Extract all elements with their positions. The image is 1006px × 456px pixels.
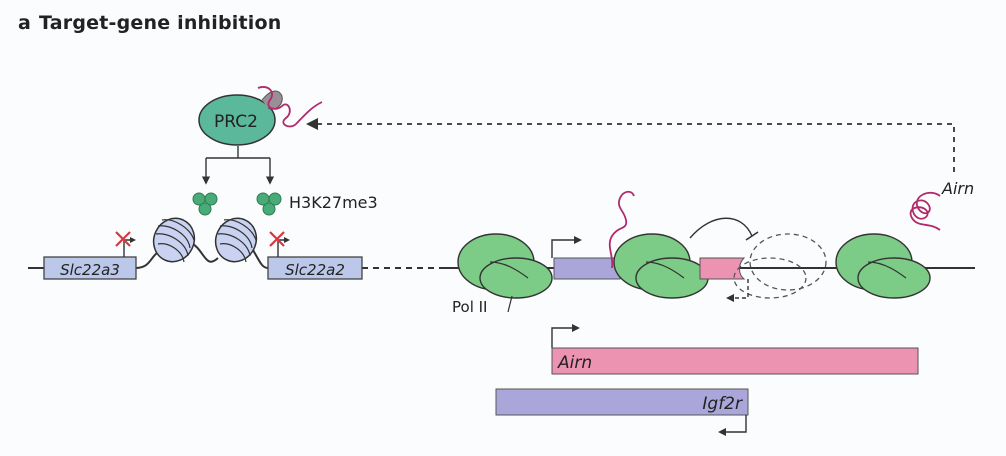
prc2-complex: PRC2 [198,90,283,146]
h3k27me3-mark-2 [256,192,282,216]
pol-ii-3 [835,233,931,299]
gene-slc22a2-label: Slc22a2 [285,261,345,279]
nucleosome-1 [152,217,196,263]
airn-transcript: Airn [551,324,919,375]
nucleosome-2 [214,217,258,263]
blocked-pol-ii [733,233,827,299]
airn-recruitment-arrow [306,118,955,172]
airn-promoter-arrow-top [551,236,582,258]
panel-letter: a [18,12,32,34]
airn-rna-label: Airn [941,179,974,198]
airn-rna-free: Airn [909,179,974,231]
igf2r-transcript: Igf2r [495,388,749,436]
pol-ii-1 [457,233,553,299]
h3k27me3-label: H3K27me3 [289,193,378,212]
interference-arc [689,217,759,241]
h3k27me3-mark-1 [192,192,218,216]
airn-transcript-label: Airn [557,353,592,373]
repressed-promoter-slc22a3 [115,231,136,257]
airn-transcribed-region [699,257,746,280]
gene-slc22a2: Slc22a2 [267,256,363,280]
nascent-airn-rna [608,190,635,269]
igf2r-region-dna [553,257,621,280]
prc2-label: PRC2 [214,112,258,132]
gene-slc22a3-label: Slc22a3 [60,261,120,279]
pol-ii-label: Pol II [452,298,487,316]
prc2-to-histone-arrows [201,146,275,185]
repressed-promoter-slc22a2 [269,231,290,257]
panel-title-text: Target-gene inhibition [39,12,282,34]
airn-rna-bound-to-prc2 [257,86,323,128]
gene-slc22a3: Slc22a3 [43,256,137,280]
igf2r-blocked-promoter-arrow [726,279,749,302]
pol-ii-2 [613,233,709,299]
panel-title: a Target-gene inhibition [18,12,281,34]
igf2r-transcript-label: Igf2r [702,394,743,414]
